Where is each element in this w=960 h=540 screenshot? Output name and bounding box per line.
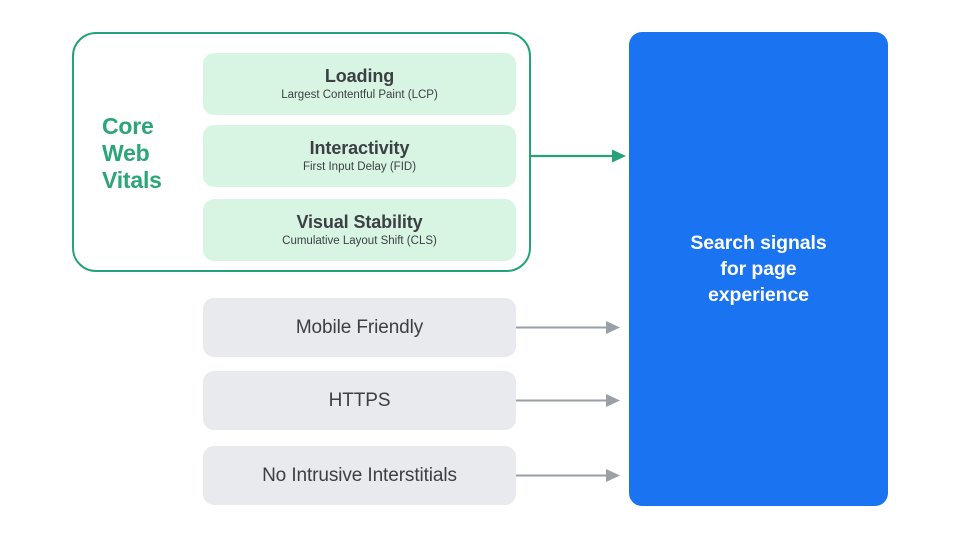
arrow-no-intrusive-interstitials-icon [516,469,620,482]
arrow-mobile-friendly-icon [516,321,620,334]
vital-card-visual-stability[interactable]: Visual Stability Cumulative Layout Shift… [203,199,516,261]
vital-card-subtitle: First Input Delay (FID) [302,161,417,173]
signal-card-https[interactable]: HTTPS [203,371,516,430]
signal-card-label: No Intrusive Interstitials [262,465,457,486]
destination-box-search-signals[interactable]: Search signals for page experience [629,32,888,506]
core-web-vitals-group [72,32,531,272]
core-web-vitals-label-line-2: Web [102,140,150,166]
vital-card-title: Interactivity [309,138,410,158]
vital-card-subtitle: Cumulative Layout Shift (CLS) [282,235,437,247]
destination-text-line-2: for page [720,258,797,280]
vital-card-title: Visual Stability [296,212,423,232]
core-web-vitals-label-line-3: Vitals [102,167,162,193]
vital-card-title: Loading [324,66,395,86]
signal-card-mobile-friendly[interactable]: Mobile Friendly [203,298,516,357]
destination-text-line-1: Search signals [690,232,827,254]
core-web-vitals-label-line-1: Core [102,113,154,139]
vital-card-subtitle: Largest Contentful Paint (LCP) [281,89,438,101]
vital-card-loading[interactable]: Loading Largest Contentful Paint (LCP) [203,53,516,115]
destination-box-text: Search signals for page experience [690,230,826,308]
arrow-core-web-vitals-icon [531,149,626,163]
signal-card-label: HTTPS [328,390,391,411]
arrow-https-icon [516,394,620,407]
signal-card-label: Mobile Friendly [295,317,424,338]
vital-card-interactivity[interactable]: Interactivity First Input Delay (FID) [203,125,516,187]
destination-text-line-3: experience [708,284,809,306]
core-web-vitals-label: Core Web Vitals [102,113,194,194]
signal-card-no-intrusive-interstitials[interactable]: No Intrusive Interstitials [203,446,516,505]
